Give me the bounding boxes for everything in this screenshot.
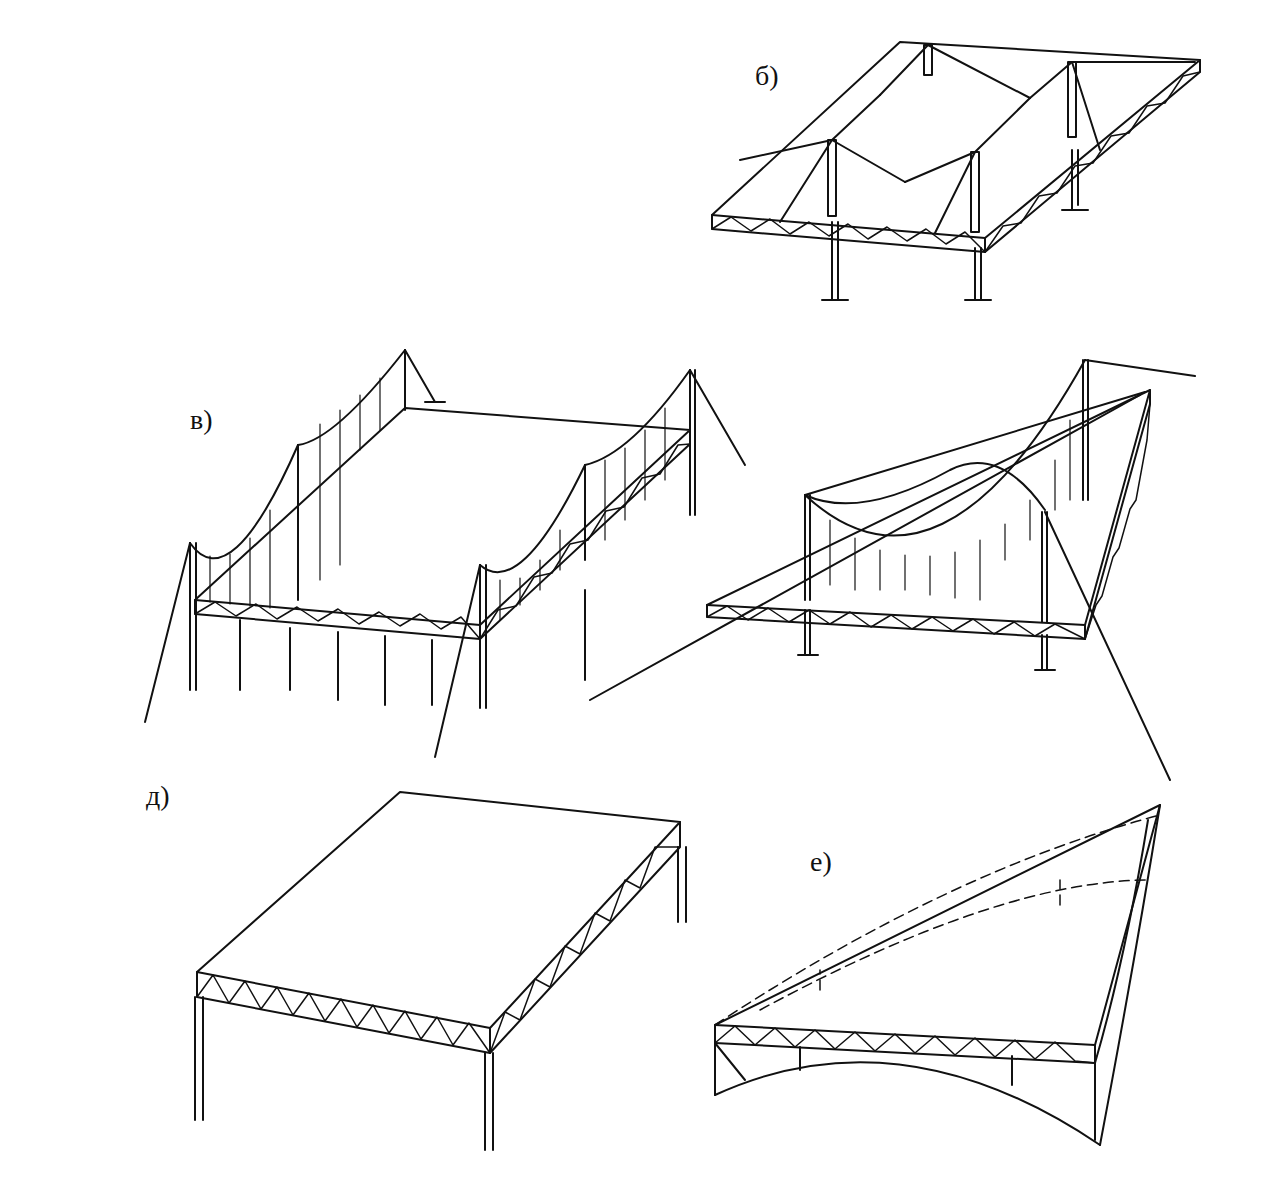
figure-g — [590, 360, 1195, 780]
figure-letter: д) — [146, 780, 170, 812]
figure-letter: в) — [190, 404, 213, 436]
figure-v — [145, 350, 745, 757]
figure-letter: е) — [810, 846, 832, 878]
figure-e — [715, 805, 1160, 1145]
figure-letter: б) — [755, 60, 779, 92]
figure-d — [195, 792, 686, 1150]
figure-b — [712, 42, 1200, 300]
